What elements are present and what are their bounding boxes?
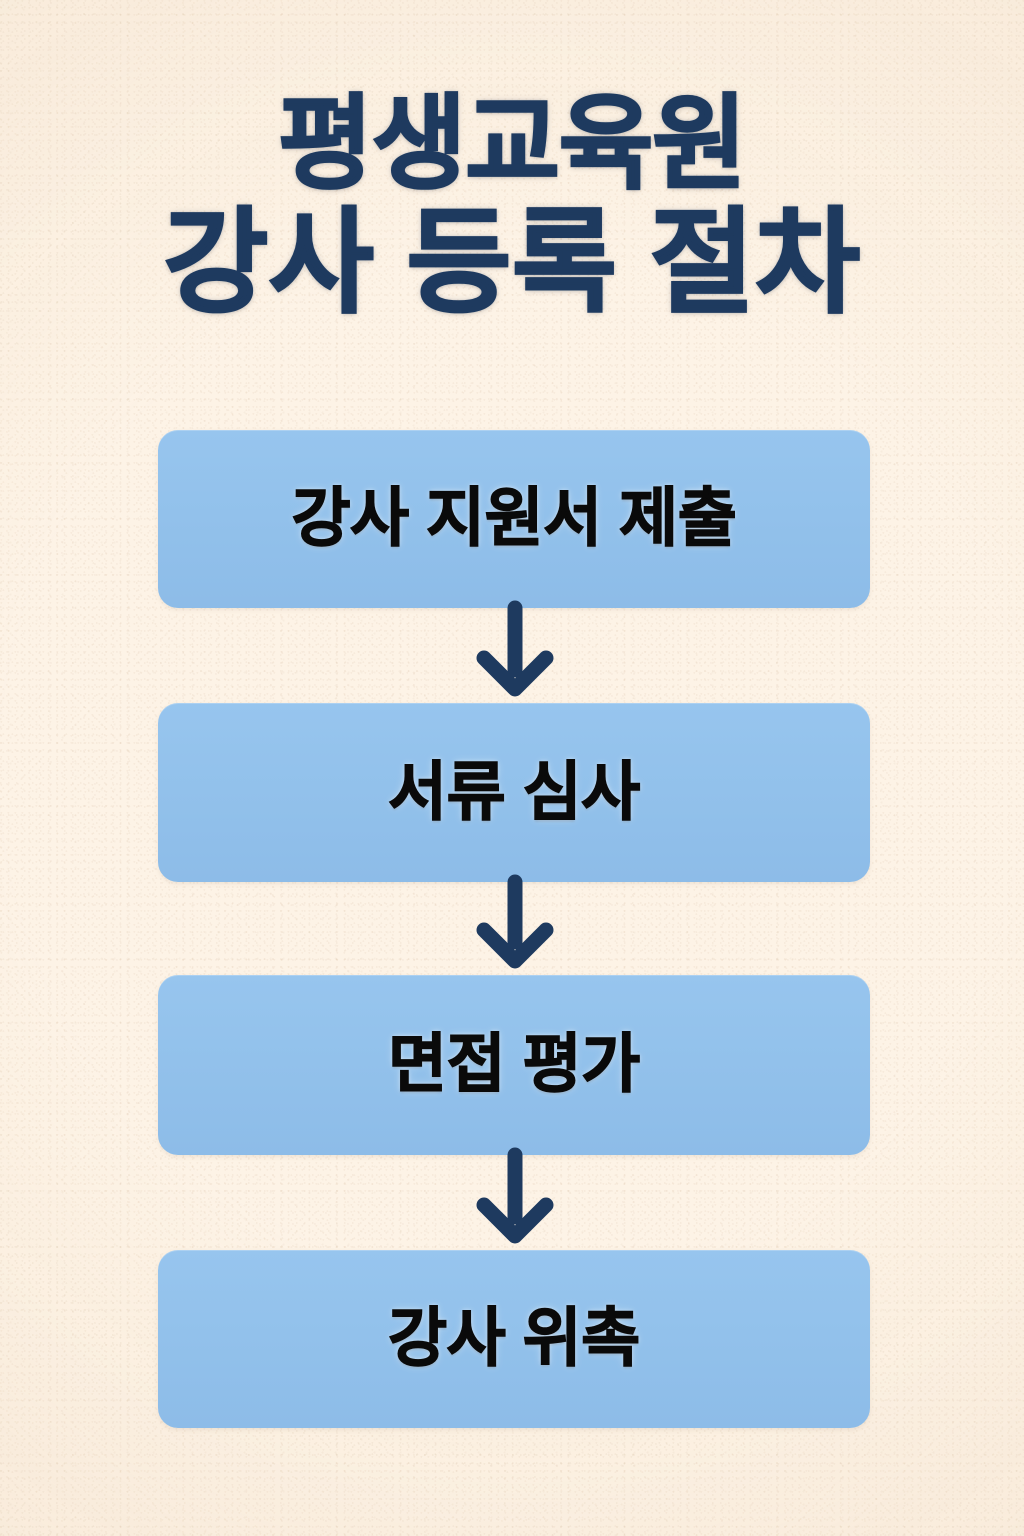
flow-step-2-label: 서류 심사: [387, 755, 640, 828]
flow-step-3[interactable]: 면접 평가: [158, 975, 870, 1155]
flow-step-2[interactable]: 서류 심사: [158, 703, 870, 882]
arrow-down-icon-1: [470, 600, 560, 703]
arrow-down-icon-3: [470, 1147, 560, 1250]
flow-step-1-label: 강사 지원서 제출: [291, 482, 738, 555]
flow-step-3-label: 면접 평가: [387, 1028, 640, 1101]
title-line-2: 강사 등록 절차: [162, 200, 861, 327]
flow-step-4[interactable]: 강사 위촉: [158, 1250, 870, 1428]
flow-step-1[interactable]: 강사 지원서 제출: [158, 430, 870, 608]
arrow-down-icon-2: [470, 874, 560, 975]
title-line-1: 평생교육원: [277, 86, 748, 201]
flow-step-4-label: 강사 위촉: [387, 1302, 640, 1375]
page-title: 평생교육원 강사 등록 절차: [0, 86, 1024, 327]
